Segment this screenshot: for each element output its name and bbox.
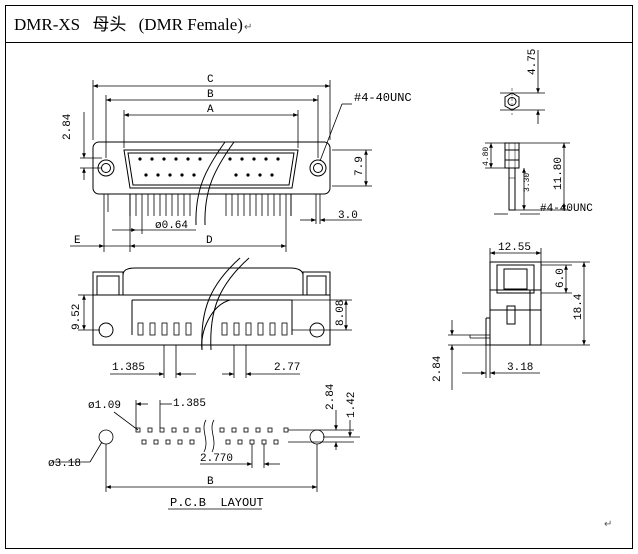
pcb-layout	[52, 400, 360, 510]
drawing-title: DMR-XS 母头 (DMR Female)↵	[14, 10, 252, 35]
return-mark: ↵	[243, 22, 253, 33]
thread-label-front: #4-40UNC	[354, 91, 412, 105]
dim-1255-label: 12.55	[498, 242, 531, 254]
dim-284b-label: 2.84	[325, 383, 337, 410]
dim-79-label: 7.9	[354, 156, 366, 176]
dim-284-label: 2.84	[62, 113, 74, 140]
top-view	[92, 257, 331, 351]
front-view	[92, 141, 331, 226]
dim-2770-label: 2.770	[200, 453, 233, 465]
front-dimensions	[70, 80, 372, 252]
dim-30-label: 3.0	[338, 210, 358, 222]
dim-318-label: ø3.18	[48, 458, 81, 470]
dim-d-label: D	[206, 235, 213, 247]
pcb-layout-label: P.C.B LAYOUT	[170, 496, 264, 510]
dim-a-label: A	[207, 104, 214, 116]
dim-e-label: E	[74, 235, 81, 247]
title-model: DMR-XS	[14, 15, 81, 34]
title-english: (DMR Female)	[138, 15, 243, 34]
dim-1180-label: 11.80	[553, 157, 565, 190]
connector-side-view	[448, 248, 590, 390]
dim-1385-label: 1.385	[112, 362, 145, 374]
dim-277-label: 2.77	[274, 362, 300, 374]
dim-330-label: 3.30	[523, 173, 532, 192]
dim-1385b-label: 1.385	[173, 398, 206, 410]
dim-b-bottom-label: B	[207, 476, 214, 488]
dim-475-label: 4.75	[527, 49, 539, 75]
dim-60-label: 6.0	[555, 268, 567, 288]
top-dimensions	[78, 294, 352, 378]
thread-label-side: #4-40UNC	[540, 203, 593, 215]
dim-142-label: 1.42	[346, 392, 358, 418]
dim-480-label: 4.80	[482, 147, 491, 166]
dim-952-label: 9.52	[71, 304, 83, 330]
dim-064-label: ø0.64	[155, 220, 188, 232]
hex-nut-view	[500, 50, 545, 124]
title-chinese: 母头	[92, 15, 127, 34]
dim-c-label: C	[207, 74, 214, 86]
end-return-mark: ↵	[604, 519, 613, 530]
dim-808-label: 8.08	[335, 300, 347, 326]
screw-side-view	[485, 142, 570, 215]
frame-border	[5, 5, 633, 549]
dim-318b-label: 3.18	[507, 362, 533, 374]
dim-109-label: ø1.09	[88, 400, 121, 412]
dim-184-label: 18.4	[573, 293, 585, 320]
dim-284c-label: 2.84	[432, 355, 444, 382]
dim-b-label: B	[207, 89, 214, 101]
